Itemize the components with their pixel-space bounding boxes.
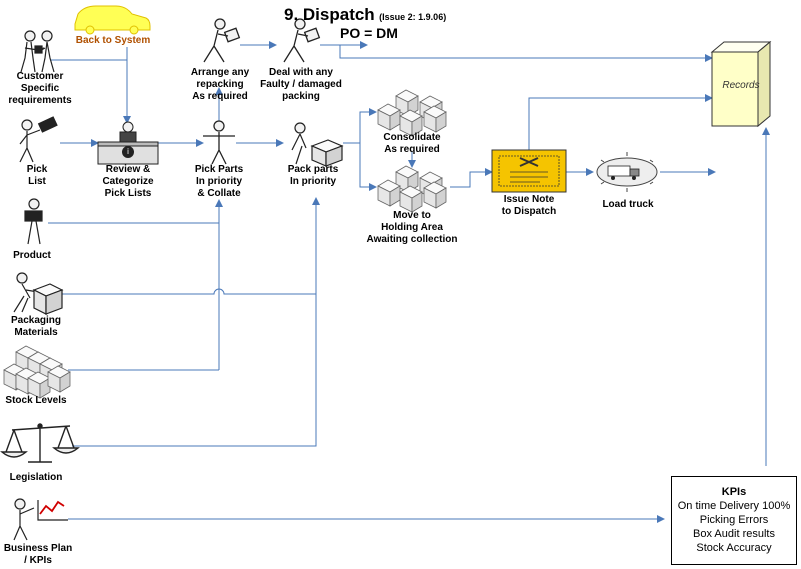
car-icon[interactable] — [74, 5, 151, 35]
input-label-business-plan: Business Plan / KPIs — [3, 543, 73, 566]
truck-icon — [596, 152, 658, 192]
kpi-item: On time Delivery 100% — [677, 500, 791, 512]
input-label-product: Product — [13, 250, 51, 261]
info-icon: i — [122, 146, 134, 158]
boxes-stack-icon — [377, 165, 447, 213]
person-carrying-icon — [203, 18, 241, 63]
pick-list-person-icon — [19, 116, 58, 163]
presenter-chart-icon — [13, 498, 68, 541]
title-sub: PO = DM — [340, 25, 398, 41]
kpi-title: KPIs — [721, 486, 747, 498]
arrow-holding-to-note — [450, 168, 493, 188]
title-issue: (Issue 2: 1.9.06) — [379, 12, 447, 22]
connectors — [48, 41, 770, 523]
step-label-pick: Pick Parts In priority & Collate — [194, 164, 244, 199]
title-main: 9. Dispatch — [284, 5, 375, 24]
input-label-pick-list: Pick List — [26, 164, 48, 187]
product-person-icon — [24, 198, 43, 245]
person-packing-box-icon — [291, 122, 344, 167]
kpi-box: KPIs On time Delivery 100% Picking Error… — [671, 476, 797, 565]
packaging-person-icon — [13, 272, 64, 315]
arrow-note-to-records — [528, 94, 713, 150]
person-carrying-icon — [283, 18, 321, 63]
stock-boxes-icon — [3, 345, 71, 399]
kpi-item: Picking Errors — [699, 514, 769, 526]
boxes-stack-icon — [377, 89, 447, 137]
input-label-packaging: Packaging Materials — [10, 315, 62, 338]
step-label-faulty: Deal with any Faulty / damaged packing — [260, 67, 342, 102]
back-to-system-link[interactable]: Back to System — [75, 35, 151, 46]
step-label-consolidate: Consolidate As required — [383, 132, 441, 155]
input-label-stock: Stock Levels — [5, 395, 67, 406]
person-arms-out-icon — [203, 120, 235, 165]
arrow-pack-to-holding — [359, 143, 377, 191]
arrow-pack-to-consolidate — [343, 108, 377, 144]
step-label-pack: Pack parts In priority — [287, 164, 339, 187]
records-cabinet-icon — [710, 40, 772, 128]
step-label-arrange: Arrange any repacking As required — [190, 67, 250, 102]
kpi-item: Box Audit results — [693, 528, 775, 540]
arrow-legislation-to-pack — [72, 197, 320, 447]
arrow-packaging-to-pack — [62, 288, 316, 295]
kpi-item: Stock Accuracy — [696, 542, 772, 554]
step-label-review: Review & Categorize Pick Lists — [102, 164, 154, 199]
input-label-legislation: Legislation — [9, 472, 63, 483]
dispatch-note-icon — [491, 149, 567, 193]
records-label: Records — [722, 80, 760, 91]
step-label-holding: Move to Holding Area Awaiting collection — [366, 210, 458, 245]
customer-icon — [20, 30, 55, 73]
scales-icon — [0, 423, 80, 463]
arrow-faulty-to-records — [320, 44, 713, 62]
step-label-issue-note: Issue Note to Dispatch — [501, 194, 557, 217]
page-title: 9. Dispatch (Issue 2: 1.9.06) — [284, 5, 446, 25]
step-label-load-truck: Load truck — [602, 199, 654, 210]
input-label-customer: Customer Specific requirements — [8, 71, 72, 106]
